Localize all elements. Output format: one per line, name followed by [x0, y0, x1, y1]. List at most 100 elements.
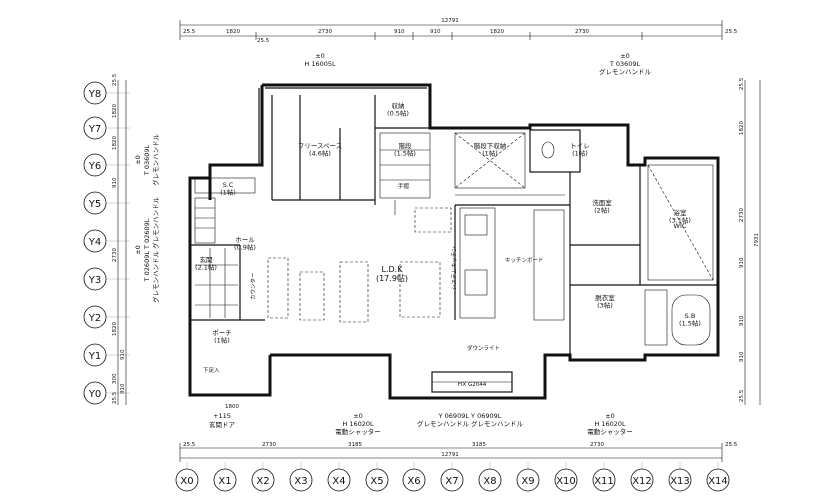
axis-x9: X9 — [516, 462, 540, 492]
axis-x10: X10 — [554, 462, 578, 492]
label-window: FIX G2044 — [458, 382, 487, 388]
svg-text:X14: X14 — [708, 476, 728, 487]
label-shoe-rack: 下足入 — [203, 367, 220, 374]
left-dim-8: 910 — [120, 383, 126, 394]
bottom-dim-3: 3185 — [472, 442, 486, 448]
bottom-left-3: 電動シャッター — [335, 427, 381, 436]
room-ldk: L.D.K(17.9帖) — [376, 265, 408, 283]
svg-text:X3: X3 — [294, 476, 307, 487]
bottom-right-3: 電動シャッター — [587, 427, 633, 436]
svg-text:X8: X8 — [483, 476, 496, 487]
right-dim-5: 910 — [739, 351, 745, 362]
axis-x7: X7 — [440, 462, 464, 492]
axis-x1: X1 — [213, 462, 237, 492]
svg-text:X10: X10 — [556, 476, 576, 487]
bottom-mid-2: グレモンハンドル グレモンハンドル — [417, 419, 524, 428]
bottom-left-2: H 16020L — [342, 420, 374, 428]
axis-x12: X12 — [630, 462, 654, 492]
top-dim-5: 910 — [430, 29, 441, 35]
misc-labels: キッチンボード ダウンライト カウンター 手摺 FIX G2044 システムキッ… — [203, 182, 544, 388]
left-upper-annotation-1: ±0 — [134, 155, 142, 165]
top-left-annotation-2: H 16005L — [304, 60, 336, 68]
axis-x5: X5 — [365, 462, 389, 492]
label-kitchen-counter: キッチンボード — [505, 256, 544, 264]
interior-walls — [190, 95, 718, 393]
bottom-annotations: +115 玄関ドア ±0 H 16020L 電動シャッター Y 06909L Y… — [209, 404, 633, 436]
left-dim-6: 300 — [112, 373, 118, 384]
svg-text:X4: X4 — [332, 476, 345, 487]
y-axis-markers: Y8 Y7 Y6 Y5 Y4 Y3 Y2 Y1 Y0 — [83, 81, 130, 405]
axis-x14: X14 — [706, 462, 730, 492]
svg-text:X1: X1 — [218, 476, 231, 487]
left-dim-2: 1820 — [112, 136, 118, 150]
top-total-dim: 12791 — [441, 18, 459, 24]
axis-x6: X6 — [402, 462, 426, 492]
right-dim-6: 25.5 — [739, 389, 745, 402]
top-dim-0: 25.5 — [183, 29, 196, 35]
axis-y1: Y1 — [83, 343, 130, 367]
room-entrance: 玄関(2.1帖) — [195, 255, 217, 271]
axis-x2: X2 — [251, 462, 275, 492]
top-right-annotation-2: T 03609L — [609, 60, 641, 68]
room-closet: S.C(1帖) — [220, 181, 236, 196]
exterior-walls — [188, 83, 720, 400]
bottom-small-dim: 1800 — [225, 404, 239, 410]
axis-x13: X13 — [668, 462, 692, 492]
top-dim-4: 910 — [394, 29, 405, 35]
right-dimension-lines: 7931 25.5 1820 2730 910 910 910 25.5 — [739, 77, 761, 405]
svg-text:X7: X7 — [445, 476, 458, 487]
svg-text:Y8: Y8 — [88, 89, 101, 100]
room-stairs: 階段(1.5帖) — [394, 141, 416, 157]
top-dim-1: 1820 — [226, 29, 240, 35]
label-kitchen-vertical: システムキッチン — [451, 246, 458, 290]
left-dim-1: 1820 — [112, 104, 118, 118]
top-left-annotation-1: ±0 — [315, 52, 325, 60]
room-bath: 浴室(3.1帖) — [669, 208, 691, 224]
svg-text:X5: X5 — [370, 476, 383, 487]
svg-text:Y5: Y5 — [88, 199, 101, 210]
left-dim-9: 25.5 — [112, 391, 118, 404]
right-dim-3: 910 — [739, 257, 745, 268]
axis-y7: Y7 — [83, 116, 130, 140]
right-total-dim: 7931 — [754, 233, 760, 247]
room-porch: ポーチ(1帖) — [212, 329, 232, 344]
label-counter: カウンター — [249, 272, 257, 300]
svg-text:Y0: Y0 — [88, 389, 101, 400]
top-dim-6: 1820 — [490, 29, 504, 35]
bottom-entry-2: 玄関ドア — [209, 420, 236, 429]
svg-text:X13: X13 — [670, 476, 690, 487]
axis-y0: Y0 — [83, 381, 130, 405]
right-dim-1: 1820 — [739, 121, 745, 135]
bottom-mid-1: Y 06909L Y 06909L — [438, 412, 502, 420]
svg-text:X12: X12 — [632, 476, 652, 487]
axis-x3: X3 — [289, 462, 313, 492]
left-lower-annotation-1: ±0 — [134, 245, 142, 255]
top-dim-3: 2730 — [318, 29, 332, 35]
room-wic: WIC — [674, 222, 687, 230]
axis-x0: X0 — [175, 462, 199, 492]
left-dim-7: 910 — [120, 349, 126, 360]
left-dim-5: 1820 — [112, 322, 118, 336]
left-upper-annotation-3: グレモンハンドル — [151, 134, 160, 187]
room-free-space: フリースペース(4.6帖) — [298, 142, 342, 157]
axis-y6: Y6 — [83, 153, 130, 177]
axis-y8: Y8 — [83, 81, 130, 105]
axis-x4: X4 — [327, 462, 351, 492]
top-dim-2: 25.5 — [257, 38, 270, 44]
top-dim-7: 2730 — [575, 29, 589, 35]
bottom-dim-0: 25.5 — [183, 442, 196, 448]
room-stair-storage: 階段下収納(1帖) — [474, 141, 507, 157]
room-storage: 収納(0.5帖) — [387, 101, 409, 117]
right-dim-4: 910 — [739, 315, 745, 326]
left-dim-4: 910 — [112, 177, 118, 188]
svg-text:Y6: Y6 — [88, 161, 101, 172]
svg-text:X6: X6 — [407, 476, 420, 487]
axis-y5: Y5 — [83, 191, 130, 215]
axis-x8: X8 — [478, 462, 502, 492]
room-washroom: 洗面室(2帖) — [592, 198, 612, 214]
room-hall: ホール(0.9帖) — [234, 236, 256, 251]
left-lower-annotation-2: T 02609L T 02609L — [143, 218, 151, 282]
shoe-rack-grid — [195, 207, 215, 229]
svg-text:Y1: Y1 — [88, 351, 101, 362]
